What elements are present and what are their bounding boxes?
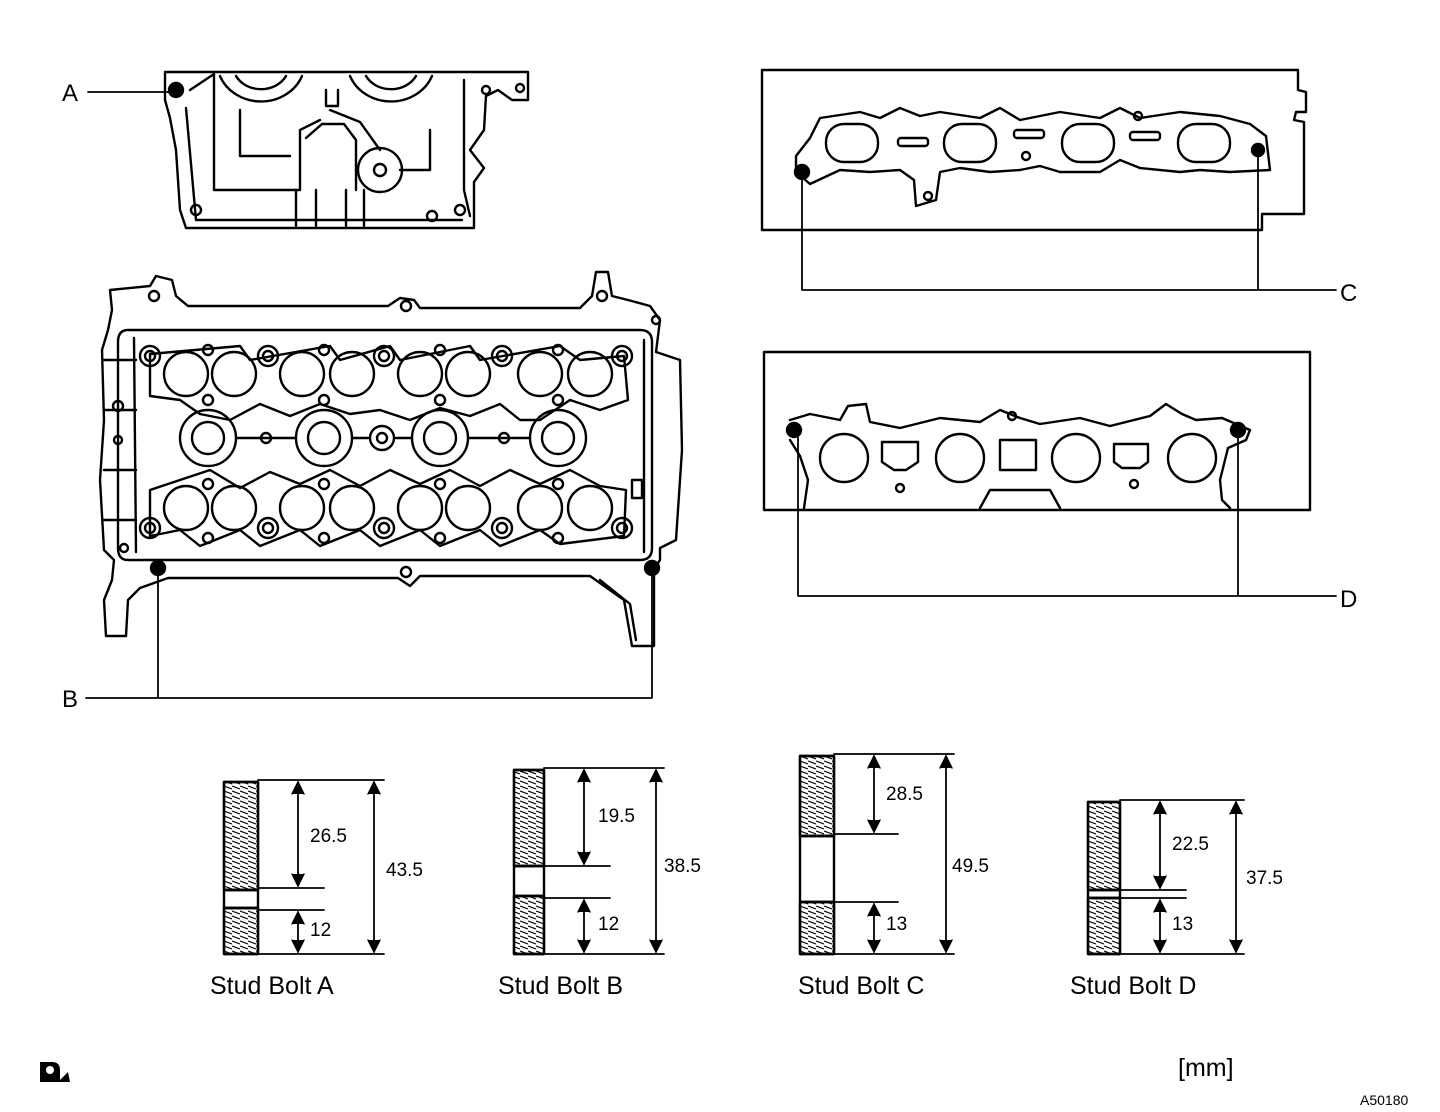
stud-a-lower-dim: 12 (310, 920, 332, 941)
head-top-view (85, 270, 684, 699)
caution-notebook-icon (40, 1062, 70, 1082)
stud-bolt-a-drawing (222, 779, 385, 956)
stud-bolt-b-drawing (512, 767, 665, 956)
stud-b-lower-dim: 12 (598, 914, 620, 935)
unit-label: [mm] (1178, 1054, 1234, 1082)
stud-d-total-dim: 37.5 (1246, 868, 1283, 889)
stud-b-upper-dim: 19.5 (598, 806, 635, 827)
stud-c-total-dim: 49.5 (952, 856, 989, 877)
head-intake-side (760, 68, 1337, 291)
valve-ports (138, 343, 634, 548)
stud-a-caption: Stud Bolt A (210, 972, 334, 1000)
figure-id: A50180 (1360, 1092, 1409, 1108)
stud-d-upper-dim: 22.5 (1172, 834, 1209, 855)
stud-b-caption: Stud Bolt B (498, 972, 624, 1000)
stud-a-upper-dim: 26.5 (310, 826, 347, 847)
stud-b-total-dim: 38.5 (664, 856, 701, 877)
stud-a-total-dim: 43.5 (386, 860, 423, 881)
head-end-view (87, 70, 530, 230)
stud-bolt-c-drawing (798, 753, 955, 956)
callout-a: A (62, 80, 79, 107)
stud-c-upper-dim: 28.5 (886, 784, 923, 805)
callout-b: B (62, 686, 79, 713)
callout-c: C (1340, 280, 1358, 307)
stud-bolt-d-drawing (1086, 799, 1245, 956)
head-exhaust-side (762, 350, 1337, 597)
stud-c-caption: Stud Bolt C (798, 972, 925, 1000)
stud-d-caption: Stud Bolt D (1070, 972, 1197, 1000)
stud-d-lower-dim: 13 (1172, 914, 1194, 935)
callout-d: D (1340, 586, 1358, 613)
stud-c-lower-dim: 13 (886, 914, 908, 935)
